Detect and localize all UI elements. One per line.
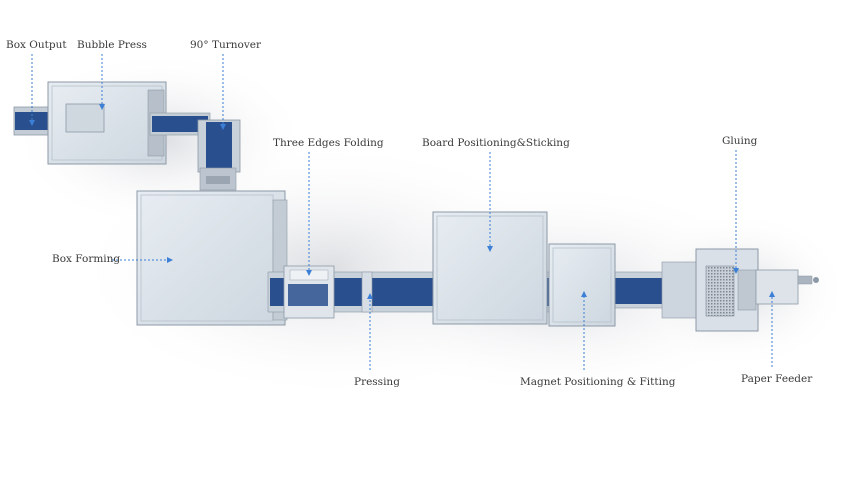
arrowhead-turnover bbox=[220, 124, 226, 130]
label-bubble-press: Bubble Press bbox=[77, 39, 147, 51]
three-edges-folding-unit bbox=[283, 265, 335, 319]
arrowhead-three-edges bbox=[306, 270, 312, 276]
label-pressing: Pressing bbox=[354, 376, 400, 388]
label-gluing: Gluing bbox=[722, 135, 758, 147]
magnet-positioning-machine bbox=[548, 243, 616, 327]
label-three-edges-folding: Three Edges Folding bbox=[273, 137, 384, 149]
arrowhead-box-output bbox=[29, 120, 35, 126]
box-forming-machine bbox=[136, 190, 288, 326]
turnover-unit bbox=[197, 119, 241, 191]
gluing-machine bbox=[661, 248, 759, 332]
arrowhead-board-pos bbox=[487, 246, 493, 252]
arrowhead-magnet bbox=[581, 291, 587, 297]
leader-lines bbox=[29, 54, 775, 370]
arrowhead-box-forming bbox=[167, 257, 173, 263]
label-turnover: 90° Turnover bbox=[190, 39, 261, 51]
arrowhead-gluing bbox=[733, 268, 739, 274]
arrowhead-paper-feeder bbox=[769, 291, 775, 297]
board-positioning-machine bbox=[432, 211, 548, 325]
label-board-positioning: Board Positioning&Sticking bbox=[422, 137, 570, 149]
paper-feeder-unit bbox=[755, 269, 819, 305]
label-magnet-positioning: Magnet Positioning & Fitting bbox=[520, 376, 676, 388]
turnover-conveyor bbox=[149, 112, 211, 136]
label-box-output: Box Output bbox=[6, 39, 67, 51]
label-box-forming: Box Forming bbox=[52, 253, 121, 265]
bubble-press-machine bbox=[47, 81, 167, 165]
label-paper-feeder: Paper Feeder bbox=[741, 373, 813, 385]
arrowhead-bubble-press bbox=[99, 104, 105, 110]
arrowhead-pressing bbox=[367, 293, 373, 299]
